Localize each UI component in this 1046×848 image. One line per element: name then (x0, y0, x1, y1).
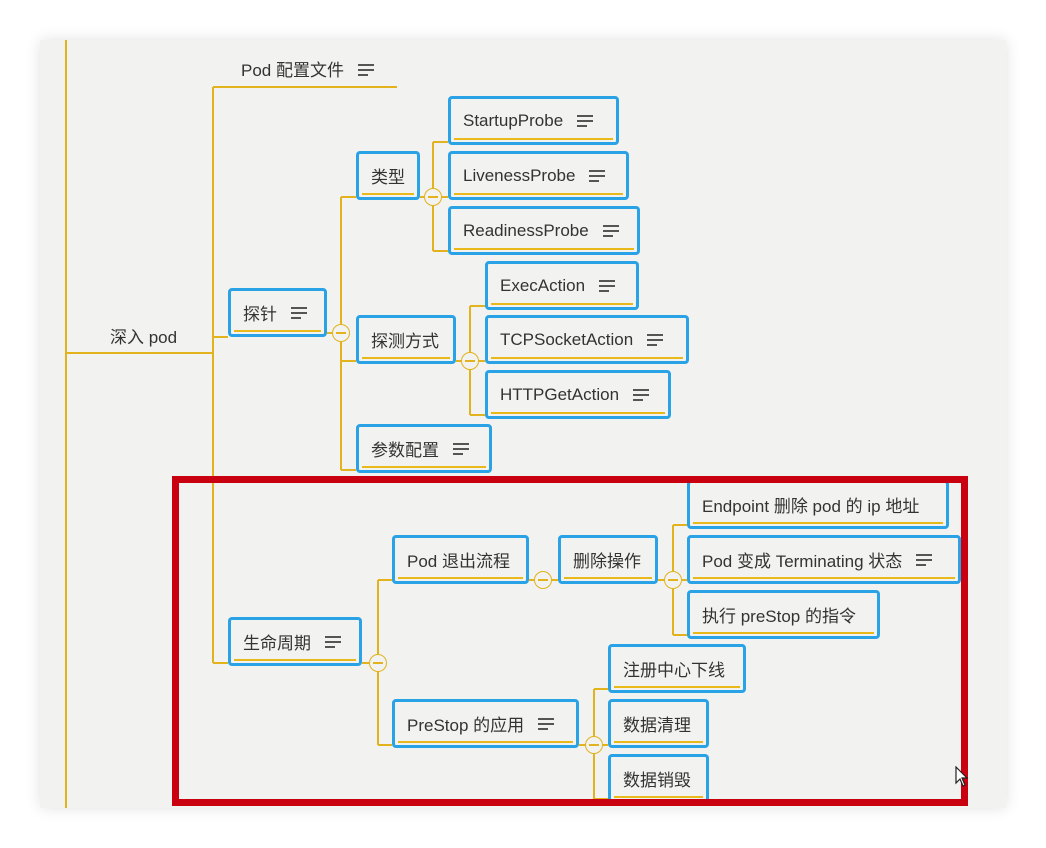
collapse-toggle-icon[interactable] (585, 736, 603, 754)
mouse-pointer-icon (955, 766, 969, 787)
note-icon[interactable] (291, 306, 307, 319)
collapse-toggle-icon[interactable] (332, 324, 350, 342)
readiness-probe-label: ReadinessProbe (463, 220, 589, 240)
tcp-socket-action-label: TCPSocketAction (500, 329, 634, 349)
collapse-toggle-icon[interactable] (369, 654, 387, 672)
endpoint-delete-ip-node[interactable]: Endpoint 删除 pod 的 ip 地址 (687, 480, 949, 529)
probe-params-label: 参数配置 (371, 441, 439, 460)
lifecycle-label: 生命周期 (243, 634, 311, 653)
root-topic-label: 深入 pod (110, 328, 178, 347)
data-destroy-label: 数据销毁 (623, 771, 691, 790)
root-topic[interactable]: 深入 pod (110, 323, 177, 348)
startup-probe-node[interactable]: StartupProbe (448, 96, 619, 145)
probe-params-node[interactable]: 参数配置 (356, 424, 492, 473)
pod-exit-flow-label: Pod 退出流程 (407, 552, 510, 571)
note-icon[interactable] (325, 635, 341, 648)
note-icon[interactable] (602, 224, 619, 237)
probe-method-node[interactable]: 探测方式 (356, 315, 456, 364)
probe-label: 探针 (243, 305, 277, 324)
collapse-toggle-icon[interactable] (534, 571, 552, 589)
http-get-action-label: HTTPGetAction (500, 384, 620, 404)
note-icon[interactable] (357, 64, 374, 76)
note-icon[interactable] (599, 279, 616, 292)
probe-method-label: 探测方式 (371, 332, 439, 351)
registry-offline-node[interactable]: 注册中心下线 (608, 644, 746, 693)
prestop-usage-label: PreStop 的应用 (407, 716, 525, 735)
data-cleanup-label: 数据清理 (623, 716, 691, 735)
note-icon[interactable] (538, 717, 555, 730)
endpoint-delete-ip-label: Endpoint 删除 pod 的 ip 地址 (702, 497, 920, 516)
collapse-toggle-icon[interactable] (424, 188, 442, 206)
startup-probe-label: StartupProbe (463, 110, 564, 130)
liveness-probe-label: LivenessProbe (463, 165, 576, 185)
data-destroy-node[interactable]: 数据销毁 (608, 754, 709, 803)
pod-exit-flow-node[interactable]: Pod 退出流程 (392, 535, 529, 584)
note-icon[interactable] (577, 114, 594, 127)
delete-operation-node[interactable]: 删除操作 (558, 535, 658, 584)
lifecycle-node[interactable]: 生命周期 (228, 617, 362, 666)
liveness-probe-node[interactable]: LivenessProbe (448, 151, 629, 200)
exec-prestop-label: 执行 preStop 的指令 (702, 607, 856, 626)
note-icon[interactable] (633, 388, 650, 401)
probe-node[interactable]: 探针 (228, 288, 327, 337)
prestop-usage-node[interactable]: PreStop 的应用 (392, 699, 579, 748)
note-icon[interactable] (916, 553, 933, 566)
tcp-socket-action-node[interactable]: TCPSocketAction (485, 315, 689, 364)
registry-offline-label: 注册中心下线 (623, 661, 725, 680)
http-get-action-node[interactable]: HTTPGetAction (485, 370, 671, 419)
exec-action-label: ExecAction (500, 275, 586, 295)
note-icon[interactable] (647, 333, 664, 346)
data-cleanup-node[interactable]: 数据清理 (608, 699, 709, 748)
exec-action-node[interactable]: ExecAction (485, 261, 639, 310)
note-icon[interactable] (589, 169, 606, 182)
probe-type-label: 类型 (371, 168, 405, 187)
probe-type-node[interactable]: 类型 (356, 151, 420, 200)
readiness-probe-node[interactable]: ReadinessProbe (448, 206, 640, 255)
pod-terminating-node[interactable]: Pod 变成 Terminating 状态 (687, 535, 961, 584)
pod-config-topic[interactable]: Pod 配置文件 (241, 56, 374, 81)
note-icon[interactable] (453, 442, 469, 455)
collapse-toggle-icon[interactable] (461, 352, 479, 370)
exec-prestop-node[interactable]: 执行 preStop 的指令 (687, 590, 880, 639)
collapse-toggle-icon[interactable] (664, 571, 682, 589)
pod-terminating-label: Pod 变成 Terminating 状态 (702, 552, 903, 571)
pod-config-label: Pod 配置文件 (241, 61, 344, 80)
delete-operation-label: 删除操作 (573, 552, 641, 571)
